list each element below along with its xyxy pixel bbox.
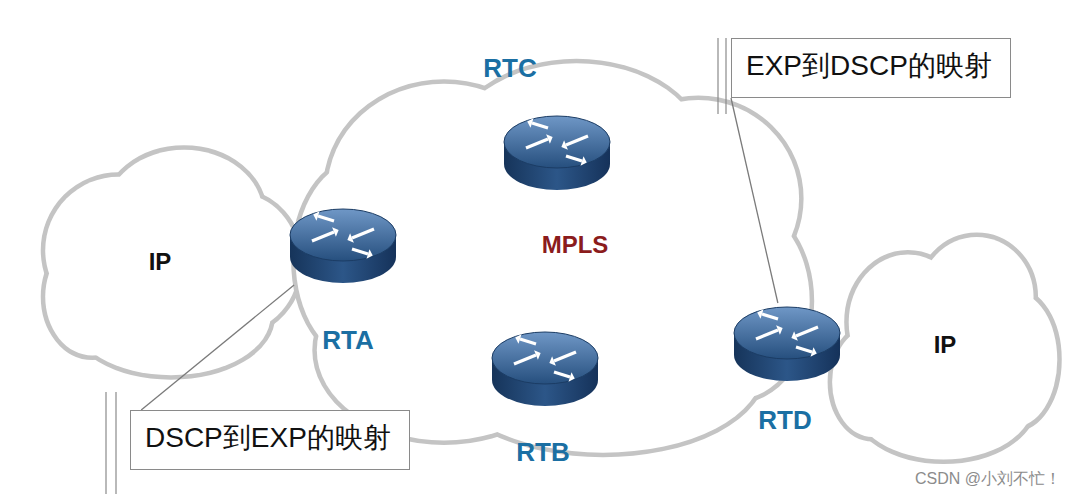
router-icon bbox=[490, 328, 600, 408]
callout-box: EXP到DSCP的映射 bbox=[731, 38, 1011, 98]
router-name: RTD bbox=[758, 405, 811, 436]
router-top bbox=[492, 332, 598, 384]
router-arrow bbox=[554, 352, 576, 361]
cloud-label: IP bbox=[934, 331, 957, 359]
router-arrowhead bbox=[332, 227, 339, 236]
router-arrowhead bbox=[561, 140, 568, 149]
router-name: RTC bbox=[483, 53, 536, 84]
router-arrowhead bbox=[581, 156, 587, 166]
router-arrowhead bbox=[515, 334, 521, 344]
router-arrowhead bbox=[313, 211, 319, 221]
router-arrowhead bbox=[347, 233, 354, 242]
router-arrow bbox=[520, 339, 536, 344]
router-arrow bbox=[566, 156, 582, 161]
router: RTD bbox=[732, 303, 842, 383]
cloud-fill bbox=[832, 327, 913, 437]
router-top bbox=[734, 307, 840, 359]
router-arrow bbox=[554, 372, 570, 377]
callout-text: EXP到DSCP的映射 bbox=[746, 47, 992, 85]
router-arrowhead bbox=[549, 356, 556, 365]
cloud-shadow bbox=[359, 137, 741, 383]
router-arrow bbox=[514, 355, 536, 364]
router-arrowhead bbox=[757, 309, 763, 319]
ip-cloud: IP bbox=[40, 140, 302, 385]
router-arrowhead bbox=[527, 118, 533, 128]
router-arrow bbox=[312, 232, 334, 241]
cloud-shadow bbox=[832, 327, 913, 437]
router-arrowhead bbox=[546, 134, 553, 143]
router: RTA bbox=[288, 205, 398, 285]
watermark: CSDN @小刘不忙！ bbox=[915, 469, 1061, 490]
cloud-label: IP bbox=[149, 248, 172, 276]
router-arrow bbox=[526, 139, 548, 148]
callout-text: DSCP到EXP的映射 bbox=[145, 419, 391, 457]
router-arrowhead bbox=[367, 249, 373, 259]
callout-box: DSCP到EXP的映射 bbox=[130, 410, 410, 470]
router: RTB bbox=[490, 328, 600, 408]
cloud-fill bbox=[359, 137, 741, 383]
router-arrowhead bbox=[776, 325, 783, 334]
router-icon bbox=[502, 112, 612, 192]
router-top bbox=[290, 209, 396, 261]
router-arrow bbox=[566, 136, 588, 145]
cloud-shadow bbox=[45, 238, 139, 356]
bracket-line bbox=[105, 392, 106, 494]
router-name: RTB bbox=[516, 437, 569, 468]
router-arrow bbox=[796, 347, 812, 352]
router-arrow bbox=[352, 229, 374, 238]
router-arrow bbox=[318, 216, 334, 221]
router-arrowhead bbox=[569, 372, 575, 382]
router-arrow bbox=[532, 123, 548, 128]
router-arrowhead bbox=[791, 331, 798, 340]
router-arrowhead bbox=[534, 350, 541, 359]
router-arrow bbox=[756, 330, 778, 339]
bracket-line bbox=[115, 392, 116, 494]
router: RTC bbox=[502, 112, 612, 192]
router-arrow bbox=[762, 314, 778, 319]
cloud-label: MPLS bbox=[542, 231, 609, 259]
cloud-fill bbox=[45, 238, 139, 356]
router-top bbox=[504, 116, 610, 168]
router-arrow bbox=[796, 327, 818, 336]
router-name: RTA bbox=[322, 325, 374, 356]
router-arrowhead bbox=[811, 347, 817, 357]
router-arrow bbox=[352, 249, 368, 254]
router-icon bbox=[732, 303, 842, 383]
ip-cloud: IP bbox=[825, 222, 1062, 472]
router-icon bbox=[288, 205, 398, 285]
